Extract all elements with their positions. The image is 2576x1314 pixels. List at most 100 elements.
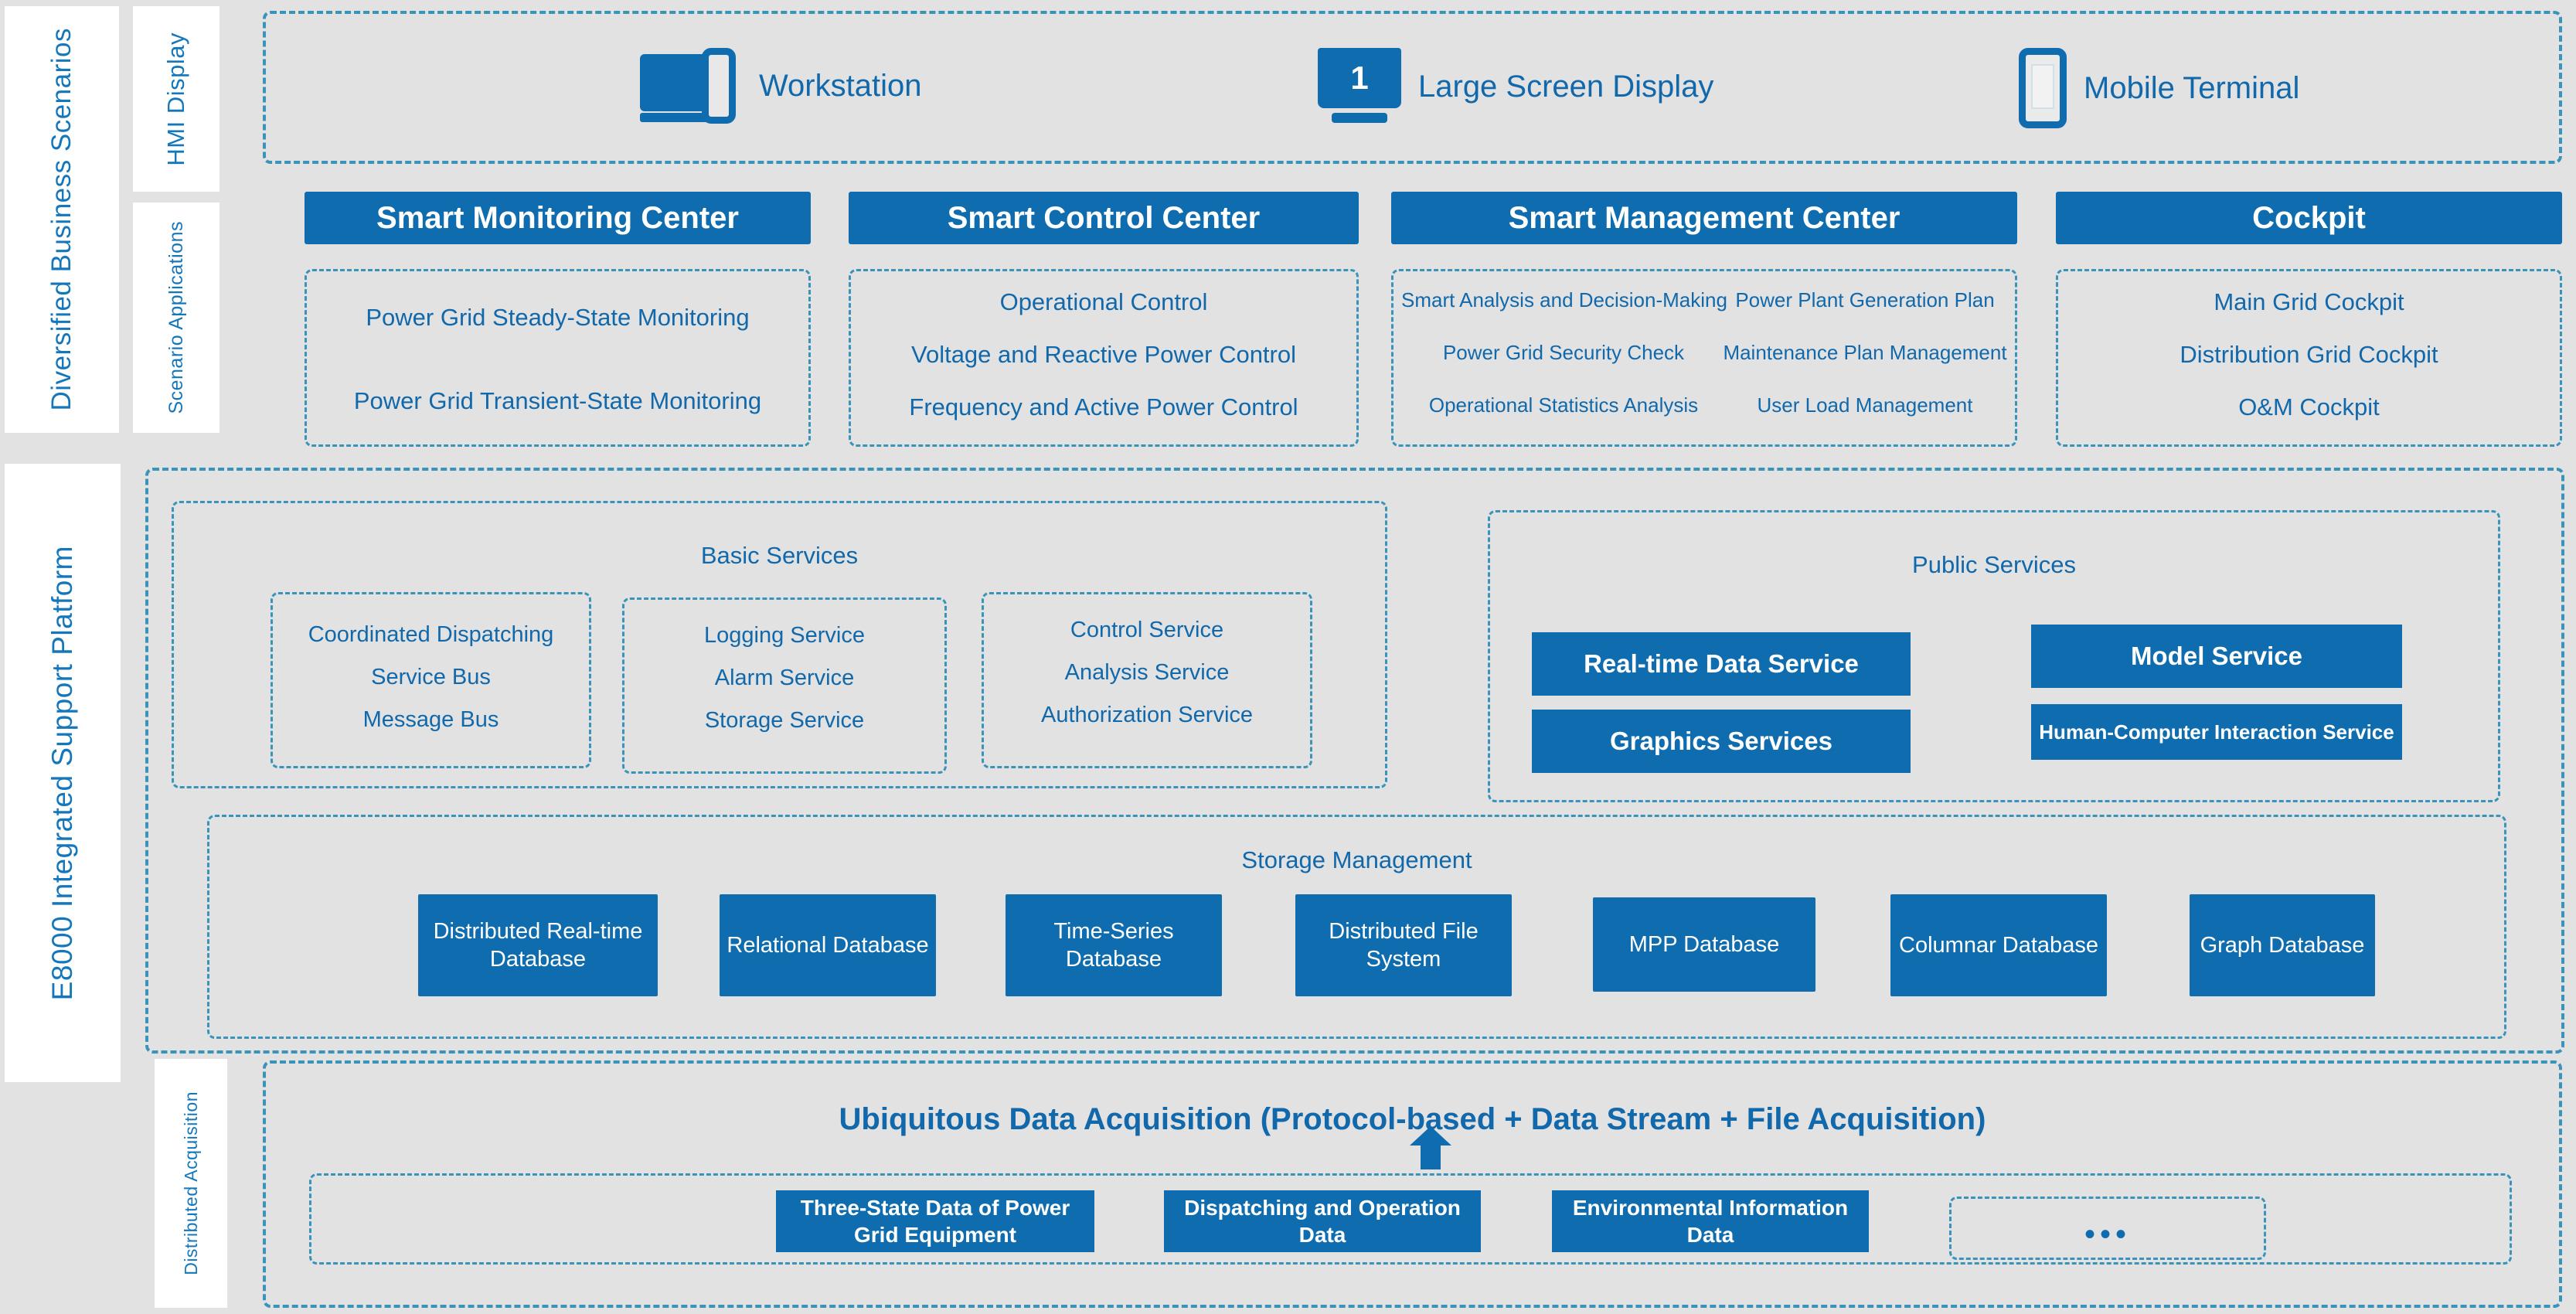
service-item[interactable]: Storage Service: [704, 708, 865, 733]
source-label: Three-State Data of Power Grid Equipment: [800, 1196, 1070, 1247]
service-item[interactable]: Control Service: [1070, 618, 1224, 642]
rail-label-text: Distributed Acquisition: [180, 1091, 201, 1275]
database-box-distributed-realtime[interactable]: Distributed Real-time Database: [418, 894, 658, 996]
hmi-item-mobile-terminal[interactable]: Mobile Terminal: [2019, 48, 2299, 128]
database-label: Graph Database: [2200, 932, 2365, 958]
basic-services-group-2: Logging Service Alarm Service Storage Se…: [622, 597, 947, 774]
tile-label: Human-Computer Interaction Service: [2039, 720, 2394, 744]
center-title: Cockpit: [2252, 200, 2366, 235]
center-header-smart-control[interactable]: Smart Control Center: [849, 192, 1359, 244]
service-item[interactable]: Authorization Service: [1040, 703, 1254, 727]
rail-label-text: Diversified Business Scenarios: [46, 28, 77, 411]
rail-diversified-business-scenarios: Diversified Business Scenarios: [5, 6, 119, 433]
center-item[interactable]: Maintenance Plan Management: [1723, 341, 2007, 364]
rail-scenario-applications: Scenario Applications: [133, 203, 219, 433]
basic-services-group-1: Coordinated Dispatching Service Bus Mess…: [271, 592, 591, 768]
source-label: Dispatching and Operation Data: [1184, 1196, 1461, 1247]
public-service-tile-realtime-data[interactable]: Real-time Data Service: [1532, 632, 1911, 696]
center-item[interactable]: Power Grid Steady-State Monitoring: [366, 304, 750, 331]
acquisition-outer-container: Ubiquitous Data Acquisition (Protocol-ba…: [263, 1060, 2562, 1308]
hmi-item-label: Mobile Terminal: [2084, 70, 2300, 105]
database-box-mpp[interactable]: MPP Database: [1593, 897, 1815, 992]
center-body-smart-control: Operational Control Voltage and Reactive…: [849, 269, 1359, 447]
service-item[interactable]: Service Bus: [371, 665, 491, 689]
center-item[interactable]: Operational Control: [999, 288, 1208, 315]
tile-label: Model Service: [2131, 642, 2302, 671]
database-label: Time-Series Database: [1053, 918, 1174, 972]
center-header-cockpit[interactable]: Cockpit: [2056, 192, 2562, 244]
mobile-terminal-icon: [2019, 48, 2067, 128]
public-services-container: Public Services Real-time Data Service M…: [1488, 510, 2500, 802]
center-title: Smart Control Center: [947, 200, 1261, 235]
basic-services-title: Basic Services: [700, 542, 859, 569]
database-label: Relational Database: [727, 932, 929, 958]
hmi-item-label: Workstation: [759, 68, 922, 103]
database-label: Distributed File System: [1329, 918, 1479, 972]
center-item[interactable]: Distribution Grid Cockpit: [2180, 341, 2438, 368]
rail-label-text: HMI Display: [162, 32, 189, 166]
rail-label-text: E8000 Integrated Support Platform: [46, 545, 78, 1001]
center-header-smart-management[interactable]: Smart Management Center: [1391, 192, 2017, 244]
center-item[interactable]: Smart Analysis and Decision-Making: [1401, 288, 1727, 311]
service-item[interactable]: Alarm Service: [714, 666, 855, 690]
service-item[interactable]: Logging Service: [704, 623, 865, 648]
storage-management-title: Storage Management: [1241, 846, 1472, 873]
rail-label-text: Scenario Applications: [165, 221, 187, 414]
hmi-display-band: [263, 11, 2562, 164]
center-item[interactable]: Power Grid Transient-State Monitoring: [353, 387, 762, 414]
service-item[interactable]: Coordinated Dispatching: [308, 622, 554, 647]
database-label: Distributed Real-time Database: [433, 918, 643, 972]
acquisition-sources-container: [309, 1173, 2512, 1265]
database-box-relational[interactable]: Relational Database: [720, 894, 936, 996]
workstation-icon: [640, 48, 742, 124]
ellipsis-icon: •••: [2084, 1217, 2131, 1251]
public-service-tile-model[interactable]: Model Service: [2031, 625, 2402, 688]
center-body-cockpit: Main Grid Cockpit Distribution Grid Cock…: [2056, 269, 2562, 447]
basic-services-group-3: Control Service Analysis Service Authori…: [982, 592, 1312, 768]
acquisition-title: Ubiquitous Data Acquisition (Protocol-ba…: [839, 1102, 1986, 1136]
database-label: Columnar Database: [1899, 932, 2098, 958]
center-item[interactable]: O&M Cockpit: [2238, 393, 2380, 420]
service-item[interactable]: Message Bus: [362, 707, 499, 732]
rail-distributed-acquisition: Distributed Acquisition: [155, 1059, 227, 1308]
public-service-tile-graphics[interactable]: Graphics Services: [1532, 710, 1911, 773]
center-header-smart-monitoring[interactable]: Smart Monitoring Center: [305, 192, 811, 244]
center-title: Smart Monitoring Center: [376, 200, 739, 235]
database-box-graph[interactable]: Graph Database: [2190, 894, 2375, 996]
public-service-tile-hci[interactable]: Human-Computer Interaction Service: [2031, 704, 2402, 760]
rail-hmi-display: HMI Display: [133, 6, 219, 192]
up-arrow-icon: [1410, 1126, 1451, 1169]
source-label: Environmental Information Data: [1572, 1196, 1849, 1247]
center-item[interactable]: User Load Management: [1757, 393, 1973, 417]
database-label: MPP Database: [1628, 931, 1780, 957]
center-body-smart-management: Smart Analysis and Decision-Making Power…: [1391, 269, 2017, 447]
service-item[interactable]: Analysis Service: [1064, 660, 1230, 685]
center-item[interactable]: Power Grid Security Check: [1442, 341, 1685, 364]
database-box-time-series[interactable]: Time-Series Database: [1006, 894, 1222, 996]
acquisition-source-dispatching-operation-data[interactable]: Dispatching and Operation Data: [1164, 1190, 1481, 1252]
tile-label: Graphics Services: [1609, 727, 1832, 756]
hmi-item-workstation[interactable]: Workstation: [640, 48, 921, 124]
database-box-distributed-file-system[interactable]: Distributed File System: [1295, 894, 1512, 996]
center-body-smart-monitoring: Power Grid Steady-State Monitoring Power…: [305, 269, 811, 447]
acquisition-source-placeholder[interactable]: •••: [1949, 1197, 2266, 1260]
basic-services-container: Basic Services Coordinated Dispatching S…: [172, 501, 1387, 788]
platform-outer-container: [145, 468, 2564, 1054]
center-item[interactable]: Operational Statistics Analysis: [1428, 393, 1699, 417]
hmi-item-large-screen-display[interactable]: 1 Large Screen Display: [1318, 48, 1713, 125]
center-item[interactable]: Voltage and Reactive Power Control: [910, 341, 1296, 368]
public-services-title: Public Services: [1912, 551, 2076, 578]
center-title: Smart Management Center: [1508, 200, 1901, 235]
acquisition-source-three-state-data[interactable]: Three-State Data of Power Grid Equipment: [776, 1190, 1094, 1252]
storage-management-container: Storage Management Distributed Real-time…: [207, 815, 2506, 1039]
screen-number: 1: [1350, 60, 1369, 96]
rail-e8000-platform: E8000 Integrated Support Platform: [5, 464, 121, 1082]
acquisition-source-environmental-information-data[interactable]: Environmental Information Data: [1552, 1190, 1869, 1252]
database-box-columnar[interactable]: Columnar Database: [1890, 894, 2107, 996]
hmi-item-label: Large Screen Display: [1418, 69, 1714, 104]
center-item[interactable]: Main Grid Cockpit: [2214, 288, 2404, 315]
center-item[interactable]: Frequency and Active Power Control: [909, 393, 1298, 420]
center-item[interactable]: Power Plant Generation Plan: [1735, 288, 1995, 311]
large-screen-display-icon: 1: [1318, 48, 1401, 125]
